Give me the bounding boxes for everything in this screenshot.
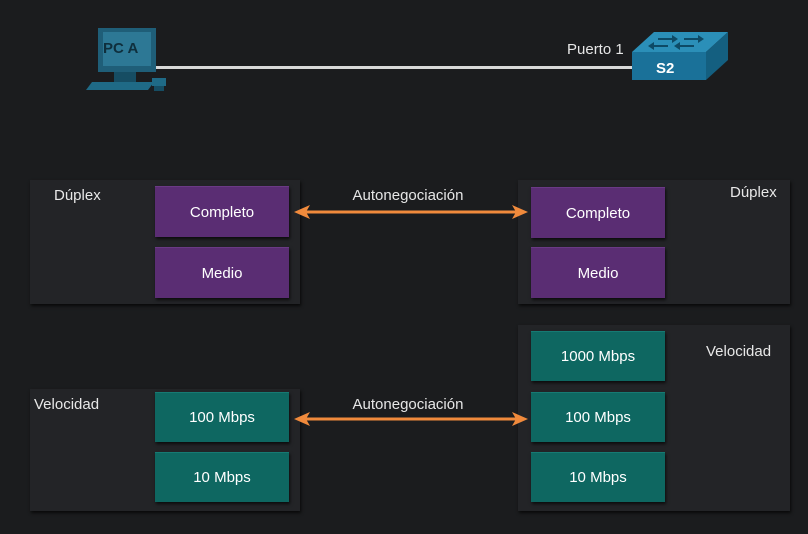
duplex-negotiation-arrow [294,205,528,219]
speed-right-100-box: 100 Mbps [531,392,665,442]
pc-label: PC A [103,40,139,57]
port-label: Puerto 1 [567,41,624,58]
duplex-left-label: Dúplex [54,187,101,204]
speed-right-10-box: 10 Mbps [531,452,665,502]
speed-negotiation-label: Autonegociación [352,396,464,413]
speed-left-10-box: 10 Mbps [155,452,289,502]
duplex-right-full-box: Completo [531,187,665,238]
duplex-right-label: Dúplex [730,184,777,201]
network-link [156,66,636,69]
switch-icon [632,32,728,80]
speed-negotiation-arrow [294,412,528,426]
pc-icon [86,28,166,91]
duplex-left-half-box: Medio [155,247,289,298]
duplex-left-full-box: Completo [155,186,289,237]
duplex-right-half-box: Medio [531,247,665,298]
speed-left-label: Velocidad [34,396,100,413]
duplex-negotiation-label: Autonegociación [352,187,464,204]
speed-right-label: Velocidad [706,343,772,360]
speed-left-100-box: 100 Mbps [155,392,289,442]
speed-right-1000-box: 1000 Mbps [531,331,665,381]
switch-label: S2 [656,60,675,77]
